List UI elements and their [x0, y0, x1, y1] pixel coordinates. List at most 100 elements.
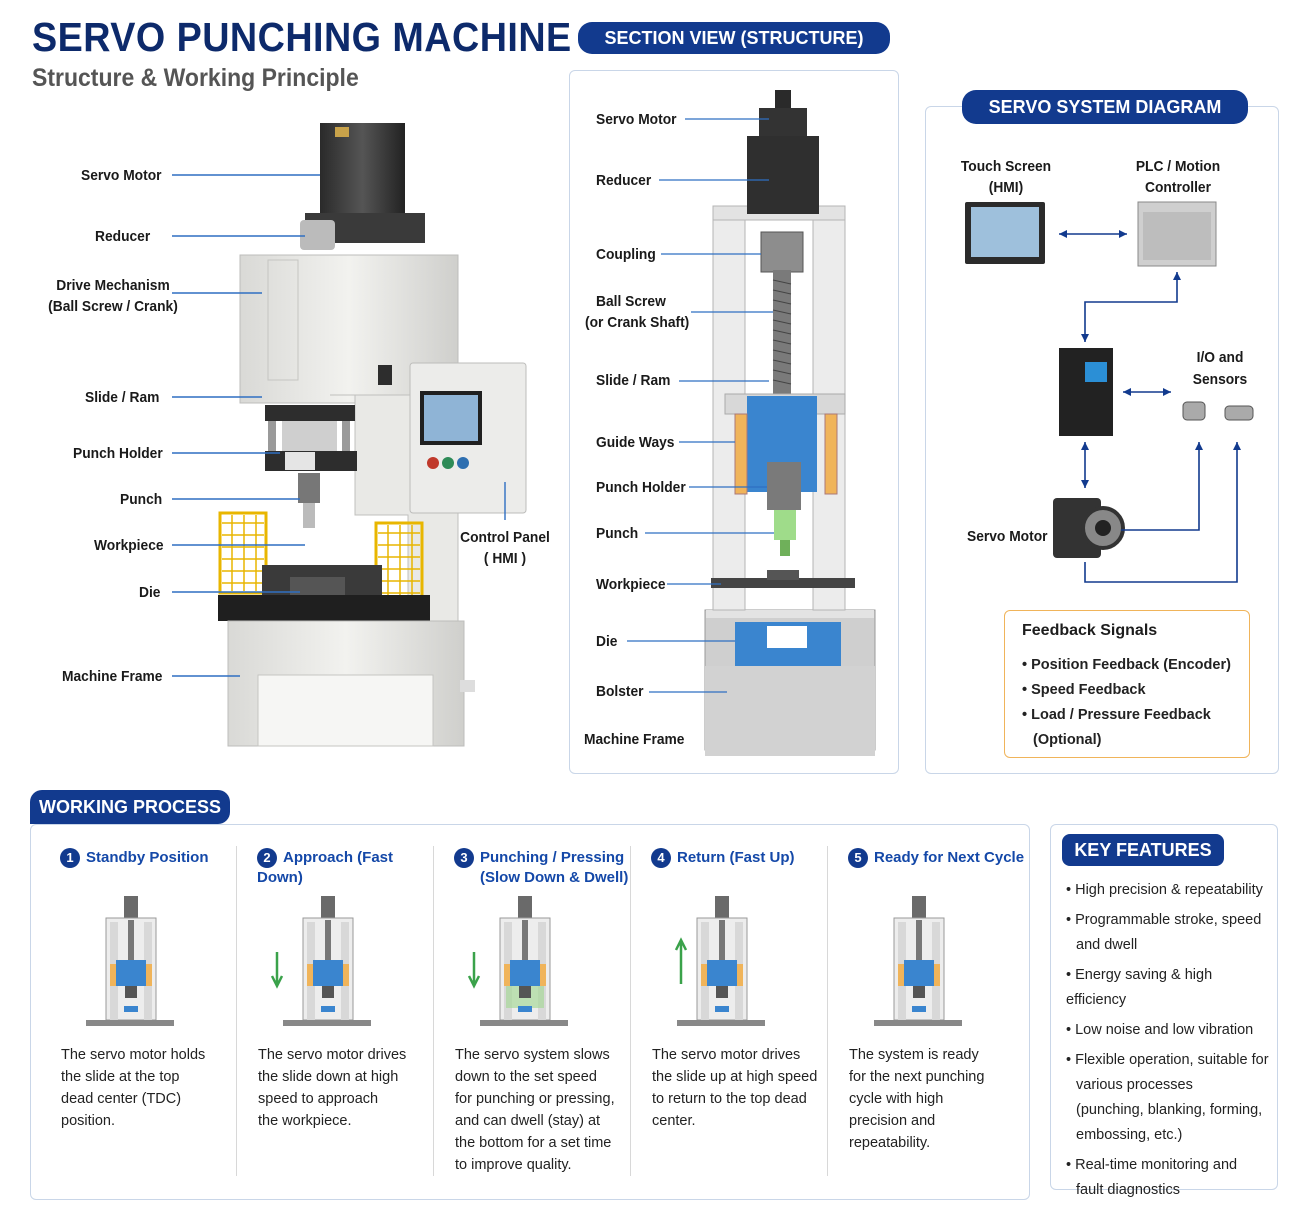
features-list: • High precision & repeatability • Progra… [1066, 878, 1276, 1208]
servo-system-diagram [965, 201, 1254, 583]
step-description-line: position. [61, 1113, 116, 1129]
step-number-badge: 1 [60, 848, 80, 868]
step-title-sub: (Slow Down & Dwell) [480, 869, 629, 886]
touch-screen-label-1: Touch Screen [960, 158, 1052, 175]
step-description-line: the bottom for a set time [455, 1135, 612, 1151]
step-description-line: The servo motor drives [258, 1047, 407, 1063]
step-description-line: repeatability. [849, 1135, 931, 1151]
step-number-badge: 2 [257, 848, 277, 868]
servo-motor-shape [320, 123, 405, 218]
machine-label-punch-holder: Punch Holder [73, 445, 163, 462]
step-description-line: and can dwell (stay) at [455, 1113, 601, 1129]
io-label-2: Sensors [1192, 371, 1248, 388]
section-label-punch-holder: Punch Holder [596, 479, 686, 496]
step-title-text: Ready for Next Cycle [874, 849, 1025, 866]
features-title: KEY FEATURES [1062, 834, 1224, 866]
feature-line: embossing, etc.) [1076, 1127, 1183, 1143]
io-label-1: I/O and [1196, 349, 1244, 366]
feature-line: (punching, blanking, forming, [1076, 1102, 1263, 1118]
servo-motor-label: Servo Motor [967, 528, 1048, 545]
feedback-list: • Position Feedback (Encoder) • Speed Fe… [1022, 653, 1231, 753]
feature-item: • Programmable stroke, speed and dwell [1066, 908, 1276, 958]
section-label-punch: Punch [596, 525, 639, 542]
machine-label-reducer: Reducer [95, 228, 151, 245]
servo-drive-icon [1059, 348, 1113, 436]
section-servo-motor [747, 136, 819, 214]
machine-label-die: Die [139, 584, 161, 601]
feature-item: • Real-time monitoring and fault diagnost… [1066, 1153, 1276, 1203]
step-press-icon [674, 896, 765, 1026]
section-punch-holder [767, 462, 801, 510]
section-bolster [705, 666, 875, 756]
section-panel [569, 70, 899, 774]
section-label-guide-ways: Guide Ways [596, 434, 675, 451]
plc-label-1: PLC / Motion [1135, 158, 1221, 175]
feedback-note: (Optional) [1033, 732, 1102, 748]
feature-line: • High precision & repeatability [1066, 882, 1263, 898]
feature-item: • Energy saving & high efficiency [1066, 963, 1276, 1013]
feedback-item: • Position Feedback (Encoder) [1022, 657, 1231, 673]
section-coupling [760, 231, 804, 273]
section-label-reducer: Reducer [596, 172, 652, 189]
feature-line: • Programmable stroke, speed [1066, 912, 1262, 928]
step-description-line: down to the set speed [455, 1069, 597, 1085]
section-workpiece [711, 578, 855, 588]
machine-label-punch: Punch [120, 491, 163, 508]
feature-line: • Energy saving & high efficiency [1066, 967, 1213, 1008]
feature-line: various processes [1076, 1077, 1193, 1093]
step-description-line: center. [652, 1113, 696, 1129]
section-label-servo-motor: Servo Motor [596, 111, 677, 128]
section-label-die: Die [596, 633, 618, 650]
step-press-icon [874, 896, 962, 1026]
step-press-icon [467, 896, 568, 1026]
plc-label-2: Controller [1145, 179, 1211, 196]
arrow-down-icon [467, 952, 481, 989]
section-label-ball-screw-2: (or Crank Shaft) [585, 314, 690, 331]
process-title: WORKING PROCESS [30, 790, 230, 824]
section-label-coupling: Coupling [596, 246, 656, 263]
step-description-line: the slide up at high speed [652, 1069, 818, 1085]
sensors-icon [1182, 401, 1254, 421]
feature-line: and dwell [1076, 937, 1138, 953]
features-panel [1050, 824, 1278, 1190]
feature-line: fault diagnostics [1076, 1182, 1180, 1198]
machine-label-drive-2: (Ball Screw / Crank) [48, 298, 178, 315]
step-description-line: cycle with high [849, 1091, 944, 1107]
machine-label-servo-motor: Servo Motor [81, 167, 162, 184]
feature-line: • Real-time monitoring and [1066, 1157, 1238, 1173]
machine-label-drive-1: Drive Mechanism [56, 277, 170, 294]
step-description-line: to improve quality. [455, 1157, 572, 1173]
step-description-line: for the next punching [849, 1069, 985, 1085]
step-press-icon [270, 896, 371, 1026]
step-description-line: speed to approach [258, 1091, 379, 1107]
step-title-text: Approach (Fast Down) [257, 849, 394, 886]
step-description-line: dead center (TDC) [61, 1091, 182, 1107]
machine-illustration [172, 123, 527, 747]
touch-screen-label-2: (HMI) [988, 179, 1024, 196]
machine-label-slide: Slide / Ram [85, 389, 160, 406]
punch-shape [298, 473, 320, 503]
step-description: The servo system slows down to the set sp… [455, 1044, 630, 1176]
feature-item: • Low noise and low vibration [1066, 1018, 1276, 1043]
step-description-line: The servo system slows [455, 1047, 610, 1063]
section-label-slide: Slide / Ram [596, 372, 671, 389]
section-label-ball-screw-1: Ball Screw [596, 293, 666, 310]
machine-label-control-2: ( HMI ) [483, 550, 527, 567]
step-description: The servo motor drives the slide up at hi… [652, 1044, 827, 1132]
page-subtitle: Structure & Working Principle [32, 64, 359, 92]
page-title: SERVO PUNCHING MACHINE [32, 14, 572, 60]
step-description-line: to return to the top dead [652, 1091, 807, 1107]
step-description-line: The servo motor drives [652, 1047, 801, 1063]
